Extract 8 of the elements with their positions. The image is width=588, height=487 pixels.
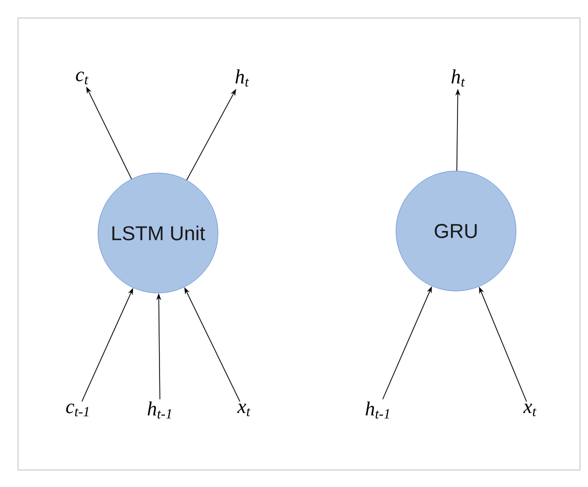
variable-label: c$_{t-1}$ [66,404,88,416]
variable-label: h$_{t-1}$ [366,401,390,419]
variable-label: c$_{t}$ [76,72,88,84]
variable-label: x$_{t}$ [237,404,250,416]
variable-label: x$_{t}$ [523,404,536,416]
variable-label: h$_{t}$ [236,69,249,87]
variable-label: h$_{t}$ [452,69,465,87]
variable-label: h$_{t-1}$ [148,401,172,419]
